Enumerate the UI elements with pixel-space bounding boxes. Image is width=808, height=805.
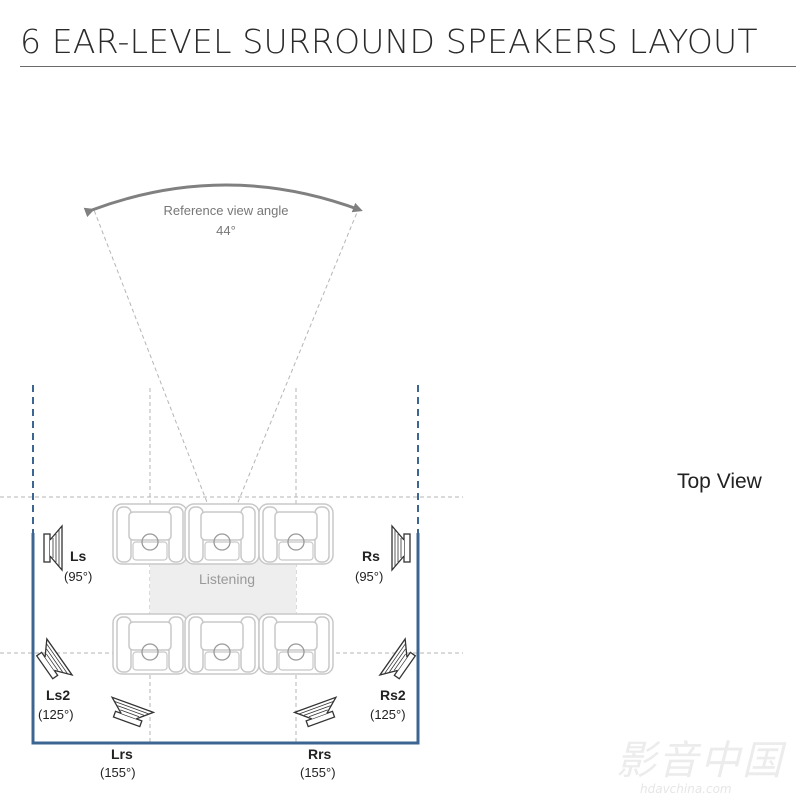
- view-angle-left-ray: [93, 209, 223, 542]
- head-marker: [213, 533, 231, 551]
- speaker-lrs-name: Lrs: [111, 746, 133, 762]
- speaker-rs2-angle: (125°): [370, 707, 406, 722]
- view-angle-arc: [83, 183, 363, 218]
- speaker-lrs-icon: [105, 696, 155, 730]
- view-angle-right-ray: [221, 209, 359, 542]
- speaker-ls-angle: (95°): [64, 569, 92, 584]
- room-walls: [31, 385, 420, 745]
- watermark-logo: 影音中国: [616, 738, 784, 784]
- speaker-rrs-angle: (155°): [300, 765, 336, 780]
- listener-heads: [141, 533, 305, 661]
- head-marker: [287, 643, 305, 661]
- page-title: 6 EAR-LEVEL SURROUND SPEAKERS LAYOUT: [20, 22, 758, 61]
- speaker-rs2-icon: [379, 638, 421, 686]
- guide-lines: [0, 209, 463, 744]
- speaker-rrs-icon: [293, 696, 343, 730]
- speaker-rs-name: Rs: [362, 548, 380, 564]
- speaker-ls-name: Ls: [70, 548, 87, 564]
- head-marker: [287, 533, 305, 551]
- reference-view-angle: 44°: [216, 223, 236, 238]
- speaker-rs-angle: (95°): [355, 569, 383, 584]
- room-wall: [31, 533, 420, 745]
- watermark-url: hdavchina.com: [640, 782, 732, 796]
- reference-view-label: Reference view angle: [163, 203, 288, 218]
- speaker-rs2-name: Rs2: [380, 687, 406, 703]
- head-marker: [141, 533, 159, 551]
- speaker-ls-icon: [43, 525, 63, 571]
- head-marker: [141, 643, 159, 661]
- head-marker: [213, 643, 231, 661]
- top-view-label: Top View: [677, 470, 762, 493]
- speaker-rrs-name: Rrs: [308, 746, 332, 762]
- title-underline: [20, 66, 796, 67]
- speaker-lrs-angle: (155°): [100, 765, 136, 780]
- speaker-ls2-angle: (125°): [38, 707, 74, 722]
- speaker-ls2-name: Ls2: [46, 687, 70, 703]
- speaker-rs-icon: [391, 525, 411, 571]
- listening-label: Listening: [199, 571, 255, 587]
- speaker-ls2-icon: [31, 638, 73, 686]
